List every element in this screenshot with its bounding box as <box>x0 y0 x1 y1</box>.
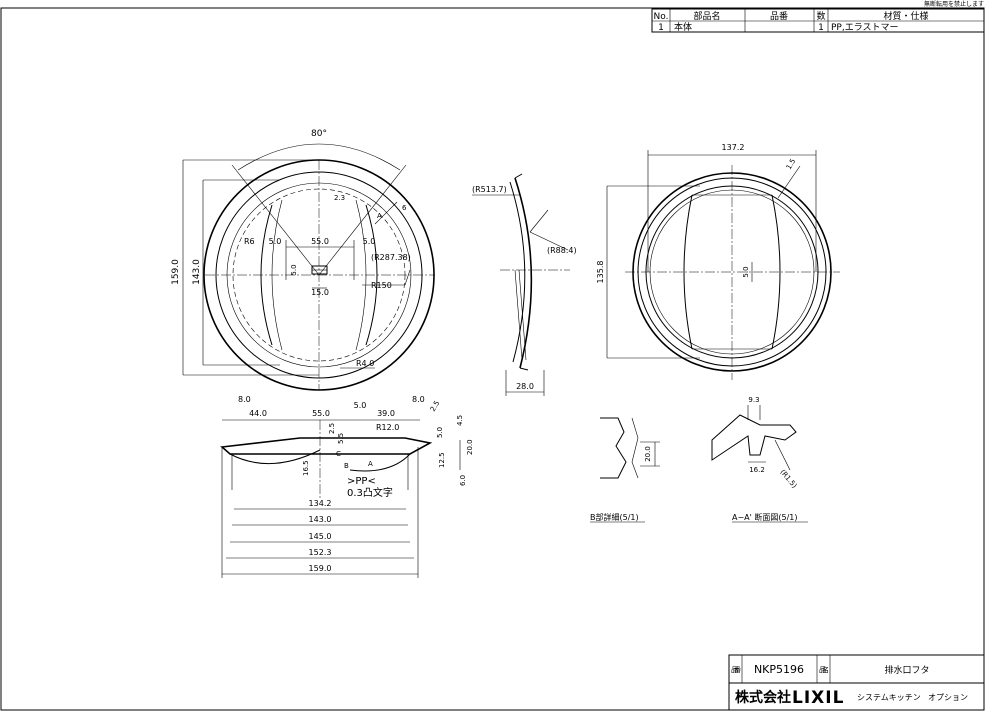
title-hinmei-label: 品名 <box>819 665 829 674</box>
section-dim-5: 5.0 <box>354 401 367 410</box>
section-pp-mark: >PP< <box>347 476 376 487</box>
title-company: 株式会社 <box>735 689 791 706</box>
section-dim-45: 4.5 <box>456 415 464 426</box>
section-bottom-dim-2: 143.0 <box>309 515 332 524</box>
parts-header-material: 材質・仕様 <box>883 10 928 22</box>
front-label-a: A <box>377 212 382 220</box>
detail-b-caption: B部詳細(5/1) <box>590 512 639 522</box>
sheet-border <box>0 7 985 711</box>
section-dim-r12: R12.0 <box>376 423 399 432</box>
section-dim-25: 2.5 <box>429 399 441 413</box>
parts-row-qty: 1 <box>818 23 824 33</box>
section-bottom-dim-1: 134.2 <box>309 499 332 508</box>
title-logo: LIXIL <box>792 688 844 708</box>
front-dim-r150: R150 <box>371 281 392 290</box>
parts-row-name: 本体 <box>674 21 692 33</box>
side-dim-28: 28.0 <box>516 382 534 391</box>
section-dim-8b: 8.0 <box>412 395 425 404</box>
front-dim-r6: R6 <box>244 237 255 246</box>
section-label-b: B <box>344 462 349 470</box>
title-block: 品番 NKP5196 品名 排水口フタ 株式会社 LIXIL システムキッチン … <box>728 654 985 711</box>
section-dim-55b: 5.5 <box>337 433 345 444</box>
section-dim-165: 16.5 <box>302 460 310 476</box>
section-dim-39: 39.0 <box>377 409 395 418</box>
parts-header-name: 部品名 <box>693 10 720 22</box>
parts-table: No. 部品名 品番 数 材質・仕様 1 本体 1 PP,エラストマー <box>651 8 985 33</box>
front-dim-143: 143.0 <box>192 259 202 285</box>
section-dim-125: 12.5 <box>438 452 446 468</box>
front-dim-r4: R4.0 <box>356 359 374 368</box>
parts-header-qty: 数 <box>816 10 825 22</box>
side-dim-r88: (R88.4) <box>547 246 577 255</box>
front-dim-6: 6 <box>402 204 407 212</box>
front-dim-5c: 5.0 <box>290 264 298 275</box>
top-note: 無断転用を禁止します <box>924 0 984 8</box>
section-dim-8a: 8.0 <box>238 395 251 404</box>
title-hinban: NKP5196 <box>754 663 804 676</box>
section-label-a: A <box>368 460 373 468</box>
front-dim-5b: 5.0 <box>363 237 376 246</box>
back-dim-15: 1.5 <box>785 157 797 171</box>
parts-row-no: 1 <box>658 23 664 33</box>
section-dim-60: 6.0 <box>459 475 467 486</box>
front-view: 80° 159.0 143.0 55.0 5.0 5.0 5.0 15.0 R6… <box>171 129 435 391</box>
detail-aa-dim-r15: (R1.5) <box>778 468 798 490</box>
side-view: (R513.7) (R88.4) 28.0 <box>472 173 577 396</box>
parts-header-code: 品番 <box>770 10 788 22</box>
front-dim-r287: (R287.38) <box>371 253 411 262</box>
title-hinmei: 排水口フタ <box>884 664 929 676</box>
front-dim-55: 55.0 <box>311 237 329 246</box>
back-dim-1358: 135.8 <box>596 261 605 284</box>
section-view: 8.0 44.0 55.0 5.0 39.0 8.0 2.5 4.5 R12.0… <box>220 395 474 578</box>
front-dim-15: 15.0 <box>311 288 329 297</box>
back-dim-50: 5.0 <box>742 266 750 277</box>
detail-b-dim: 20.0 <box>644 446 652 462</box>
front-dim-5a: 5.0 <box>269 237 282 246</box>
detail-aa-dim-93: 9.3 <box>748 396 759 404</box>
title-series: システムキッチン <box>857 693 921 702</box>
front-dim-23: 2.3 <box>334 194 345 202</box>
parts-row-material: PP,エラストマー <box>831 22 899 33</box>
section-bottom-dim-4: 152.3 <box>309 548 332 557</box>
section-bottom-dim-3: 145.0 <box>309 532 332 541</box>
title-hinban-label: 品番 <box>731 666 741 674</box>
section-dim-25b: 2.5 <box>328 423 336 434</box>
section-bottom-dim-5: 159.0 <box>309 564 332 573</box>
section-dim-20: 20.0 <box>466 439 474 455</box>
section-label-c: C <box>336 450 341 458</box>
back-dim-1372: 137.2 <box>722 143 745 152</box>
detail-aa-dim-162: 16.2 <box>749 466 765 474</box>
front-angle-label: 80° <box>311 129 327 139</box>
section-pp-note: 0.3凸文字 <box>347 486 393 499</box>
front-dim-159: 159.0 <box>171 259 181 285</box>
detail-aa: 9.3 16.2 (R1.5) A−A' 断面図(5/1) <box>711 396 808 523</box>
section-dim-44: 44.0 <box>249 409 267 418</box>
section-dim-50: 5.0 <box>436 427 444 438</box>
back-view: 137.2 1.5 135.8 5.0 <box>596 143 840 380</box>
parts-header-no: No. <box>654 12 669 22</box>
detail-b: 20.0 B部詳細(5/1) <box>590 417 660 523</box>
side-dim-r513: (R513.7) <box>472 185 507 194</box>
detail-aa-caption: A−A' 断面図(5/1) <box>732 512 798 522</box>
section-dim-55: 55.0 <box>312 409 330 418</box>
title-category: オプション <box>928 693 968 702</box>
